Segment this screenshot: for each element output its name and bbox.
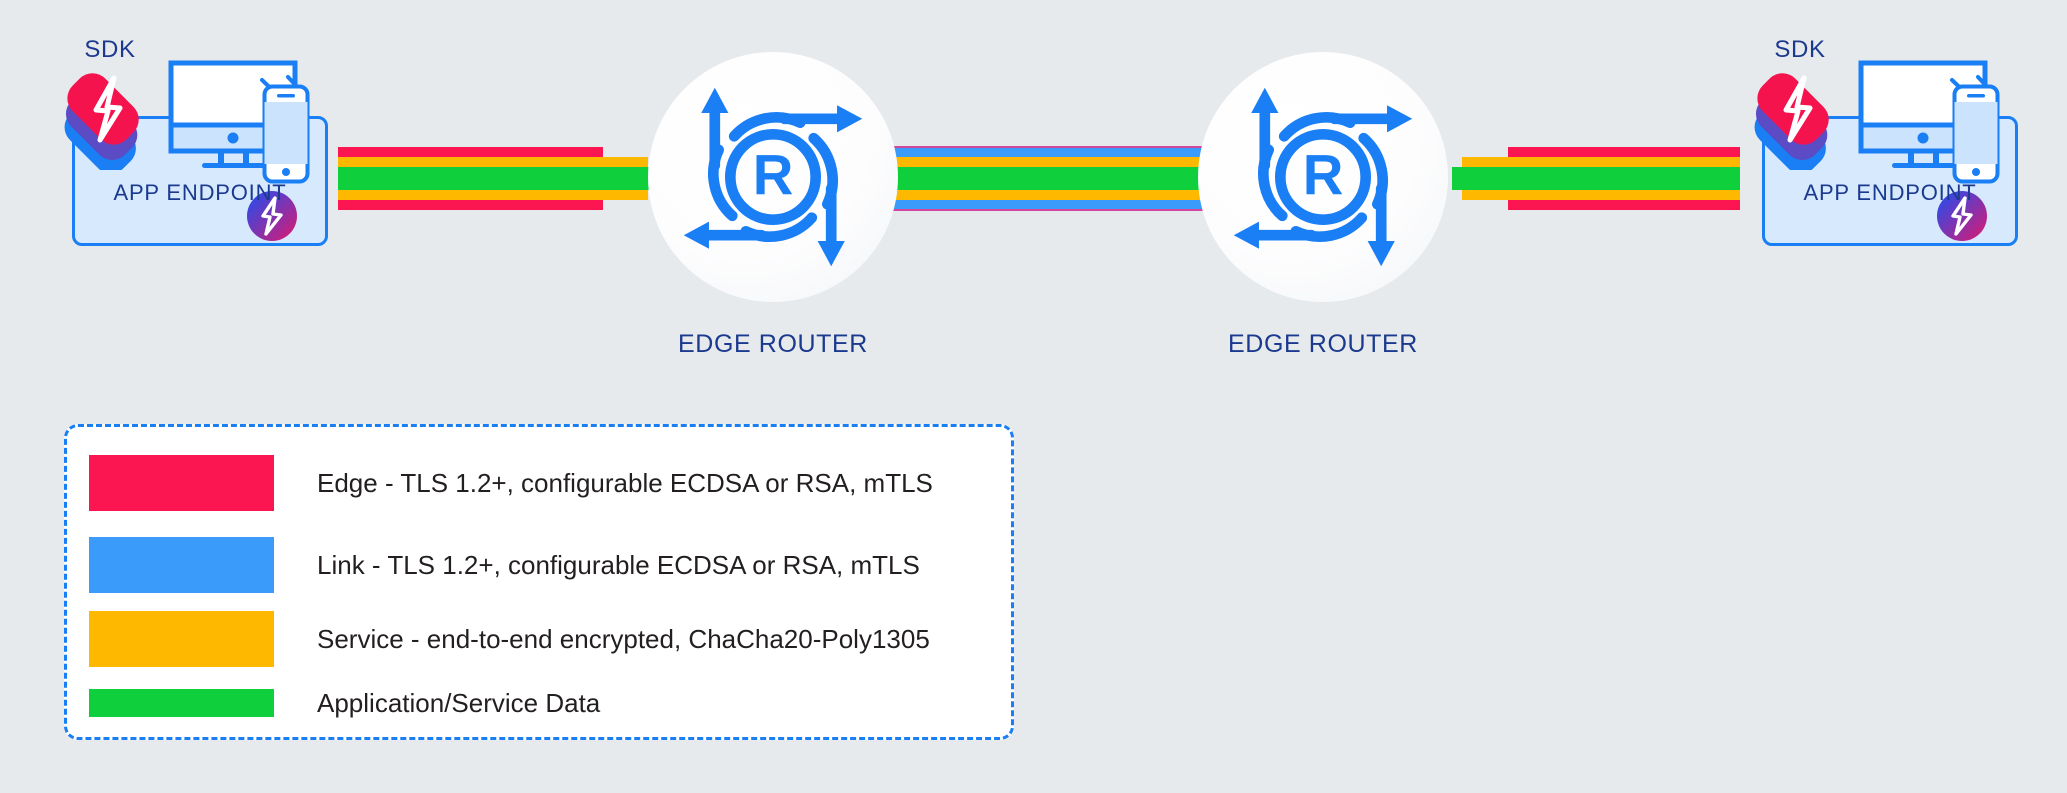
stripe-link-magenta-hair-bottom xyxy=(888,209,1223,211)
stripe-link-blue-bottom xyxy=(888,200,1223,209)
stripe-app-green-left xyxy=(338,167,658,190)
stripe-service-orange-top-left xyxy=(338,157,648,167)
legend-item-link: Link - TLS 1.2+, configurable ECDSA or R… xyxy=(89,537,989,593)
stripe-service-orange-bottom-left xyxy=(338,190,648,200)
legend-label-link: Link - TLS 1.2+, configurable ECDSA or R… xyxy=(317,550,920,580)
app-endpoint-right-label: APP ENDPOINT xyxy=(1803,180,1977,205)
legend-label-edge: Edge - TLS 1.2+, configurable ECDSA or R… xyxy=(317,468,933,498)
legend-item-appdata: Application/Service Data xyxy=(89,675,989,731)
svg-text:R: R xyxy=(1303,143,1344,206)
legend-swatch-edge xyxy=(89,455,274,511)
sdk-label-left: SDK xyxy=(84,36,136,63)
ziti-badge-icon xyxy=(247,191,297,241)
stripe-edge-red-top-left xyxy=(338,147,603,157)
legend-item-service: Service - end-to-end encrypted, ChaCha20… xyxy=(89,611,989,667)
stripe-link-blue-top xyxy=(888,148,1223,157)
phone-icon xyxy=(262,84,310,184)
legend-label-appdata: Application/Service Data xyxy=(317,688,601,718)
sdk-stack-icon xyxy=(64,73,139,170)
router-icon: R xyxy=(683,87,863,267)
stripe-service-orange-bottom-mid xyxy=(800,190,1310,200)
legend-item-edge: Edge - TLS 1.2+, configurable ECDSA or R… xyxy=(89,455,989,511)
stripe-service-orange-bottom-right xyxy=(1462,190,1740,200)
legend-swatch-link xyxy=(89,537,274,593)
stripe-app-green-mid xyxy=(790,167,1320,190)
app-endpoint-left-label: APP ENDPOINT xyxy=(113,180,287,205)
edge-router-right[interactable]: R EDGE ROUTER xyxy=(1198,52,1448,358)
sdk-label-right: SDK xyxy=(1774,36,1826,63)
edge-router-left-label: EDGE ROUTER xyxy=(678,330,868,358)
legend-swatch-appdata xyxy=(89,689,274,717)
stripe-edge-red-bottom-left xyxy=(338,200,603,210)
encrypted-data-path xyxy=(338,146,1740,211)
app-endpoint-left[interactable]: SDK APP ENDPOINT xyxy=(50,32,350,262)
router-disc-background xyxy=(1198,52,1448,302)
legend-label-service: Service - end-to-end encrypted, ChaCha20… xyxy=(317,624,930,654)
stripe-link-magenta-hair-top xyxy=(888,146,1223,148)
edge-router-right-label: EDGE ROUTER xyxy=(1228,330,1418,358)
app-endpoint-right[interactable]: SDK APP ENDPOINT xyxy=(1740,32,2040,262)
sdk-stack-icon xyxy=(1754,73,1829,170)
legend-panel: Edge - TLS 1.2+, configurable ECDSA or R… xyxy=(64,424,1014,740)
router-disc-background xyxy=(648,52,898,302)
legend-swatch-service xyxy=(89,611,274,667)
edge-router-left[interactable]: R EDGE ROUTER xyxy=(648,52,898,358)
router-icon: R xyxy=(1233,87,1413,267)
stripe-edge-red-top-right xyxy=(1508,147,1740,157)
phone-icon xyxy=(1952,84,2000,184)
stripe-service-orange-top-right xyxy=(1462,157,1740,167)
stripe-app-green-right xyxy=(1452,167,1740,190)
stripe-edge-red-bottom-right xyxy=(1508,200,1740,210)
svg-text:R: R xyxy=(753,143,794,206)
stripe-service-orange-top-mid xyxy=(800,157,1310,167)
ziti-badge-icon xyxy=(1937,191,1987,241)
